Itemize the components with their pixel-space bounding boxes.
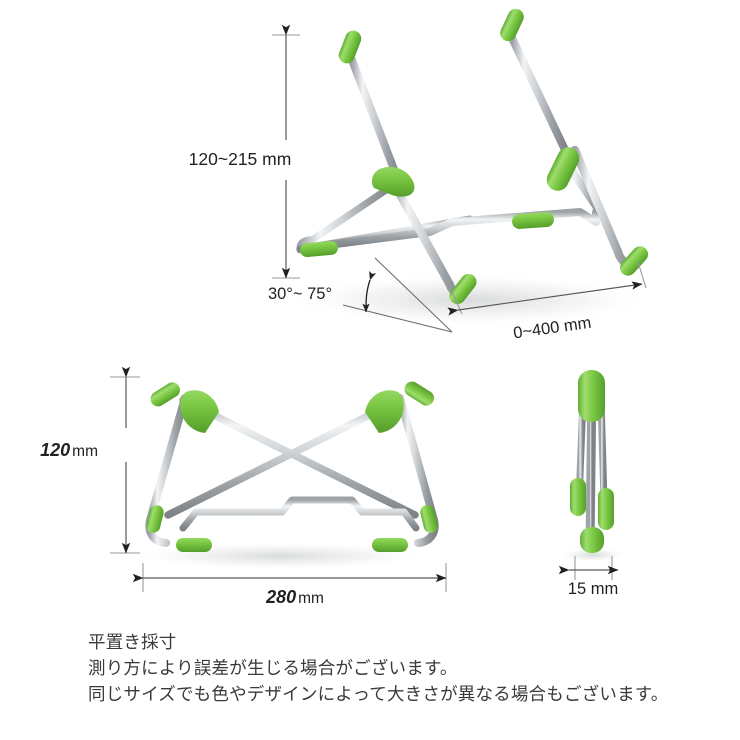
ext-line-right [637, 261, 647, 289]
dimension-thickness-folded: 15 mm [558, 556, 619, 598]
tip-left [150, 382, 180, 407]
right-back-upright [508, 34, 570, 156]
note-line-2: 測り方により誤差が生じる場合がございます。 [88, 659, 458, 679]
angle-arc [362, 270, 377, 313]
cap-left-top [338, 30, 362, 64]
folded-mid-right-pad [598, 488, 614, 530]
label-thickness: 15 mm [568, 580, 618, 598]
hinge-cover-left [371, 166, 415, 197]
hinge-cover-right [546, 147, 580, 191]
cap-right-top [500, 8, 524, 42]
foot-pad-rear-left [300, 240, 338, 258]
label-angle: 30°~ 75° [268, 285, 332, 303]
angle-baseline [342, 304, 453, 333]
foot-pad-right [372, 538, 408, 552]
note-line-1: 平置き採寸 [88, 633, 177, 653]
folded-top-cap [578, 370, 605, 422]
leg-pad-right [420, 505, 438, 533]
folded-side-view: 15 mm [558, 370, 627, 598]
hinge-left [180, 390, 219, 433]
arm-right-to-left [164, 396, 404, 519]
arm-left-to-right [179, 396, 419, 519]
folded-bottom-cap [580, 527, 604, 553]
left-back-upright [348, 56, 404, 189]
leg-pad-left [146, 505, 164, 533]
green-caps-front [146, 381, 438, 552]
folded-mid-left-pad [570, 478, 586, 516]
inner-stepped-rail [179, 496, 420, 532]
label-height-perspective: 120~215 mm [189, 149, 292, 169]
dimension-height-perspective: 120~215 mm [189, 24, 300, 279]
foot-pad-rail [512, 212, 555, 229]
dimension-angle: 30°~ 75° [268, 257, 453, 333]
foot-pad-left [176, 538, 212, 552]
folded-shadow [559, 548, 627, 562]
angle-ray [374, 257, 453, 333]
foot-cap-front-right [619, 246, 649, 276]
tip-right [404, 381, 434, 406]
green-caps-folded [570, 370, 614, 553]
note-line-3: 同じサイズでも色やデザインによって大きさが異なる場合もございます。 [88, 685, 669, 705]
measurement-notes: 平置き採寸 測り方により誤差が生じる場合がございます。 同じサイズでも色やデザイ… [88, 630, 708, 708]
hinge-right [365, 390, 404, 433]
dim-line-depth [447, 281, 643, 316]
